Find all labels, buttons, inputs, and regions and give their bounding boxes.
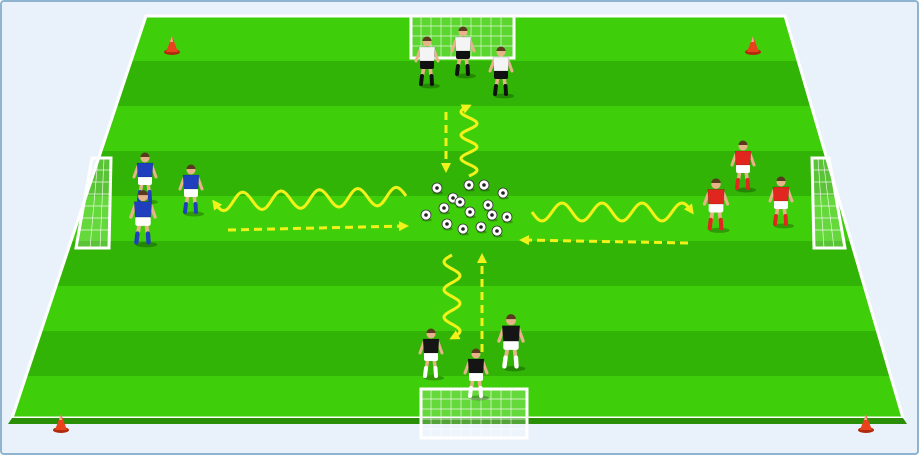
- pitch-stripe: [0, 106, 919, 151]
- pitch-stripe: [0, 331, 919, 376]
- pitch-stripe: [0, 286, 919, 331]
